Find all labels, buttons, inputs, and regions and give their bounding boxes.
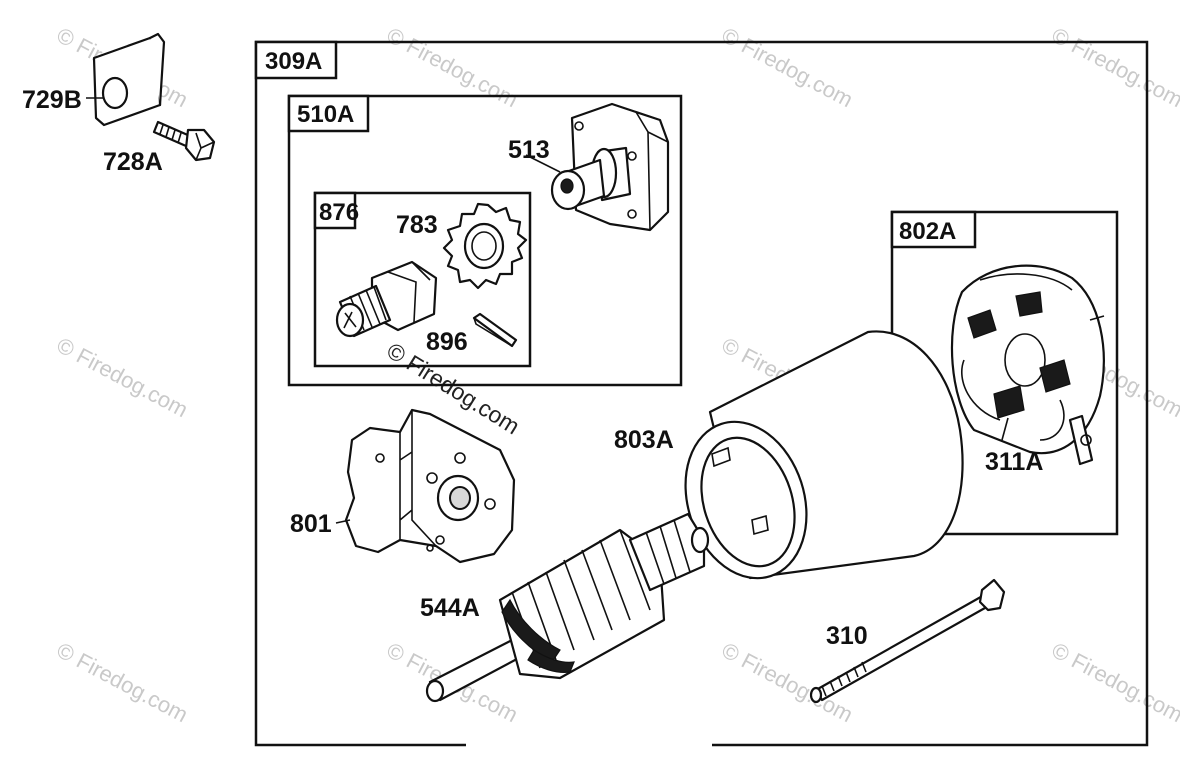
group-876: 876	[313, 191, 532, 368]
bracket-icon	[92, 32, 166, 127]
bolt-icon	[152, 120, 216, 162]
svg-text:© Firedog.com: © Firedog.com	[53, 332, 192, 422]
drive-assembly-icon	[335, 260, 438, 338]
label-783: 783	[396, 211, 438, 239]
label-803A: 803A	[614, 426, 674, 454]
group-309A: 309A	[254, 40, 1149, 747]
through-bolt-icon	[809, 578, 1006, 704]
pin-icon	[472, 312, 518, 348]
label-729B: 729B	[22, 86, 82, 114]
svg-text:© Firedog.com: © Firedog.com	[383, 22, 522, 112]
label-728A: 728A	[103, 148, 163, 176]
svg-text:© Firedog.com: © Firedog.com	[1048, 637, 1180, 727]
housing-icon	[684, 330, 964, 580]
group-label-309A: 309A	[265, 48, 322, 75]
leader-lines	[86, 97, 1009, 524]
label-513: 513	[508, 136, 550, 164]
group-label-876: 876	[319, 199, 359, 226]
svg-text:© Firedog.com: © Firedog.com	[1048, 22, 1180, 112]
group-label-510A: 510A	[297, 101, 354, 128]
group-label-802A: 802A	[899, 218, 956, 245]
brush-plate-icon	[950, 264, 1105, 455]
label-544A: 544A	[420, 594, 480, 622]
pinion-gear-icon	[442, 202, 528, 290]
end-plate-icon	[344, 408, 516, 564]
svg-text:© Firedog.com: © Firedog.com	[53, 637, 192, 727]
drive-end-cap-icon	[550, 102, 670, 232]
brush-holder-icon	[1068, 414, 1094, 466]
label-310: 310	[826, 622, 868, 650]
label-896: 896	[426, 328, 468, 356]
armature-icon	[425, 512, 710, 703]
svg-text:© Firedog.com: © Firedog.com	[718, 22, 857, 112]
label-801: 801	[290, 510, 332, 538]
group-510A: 510A	[287, 94, 683, 387]
label-311A: 311A	[985, 448, 1043, 476]
